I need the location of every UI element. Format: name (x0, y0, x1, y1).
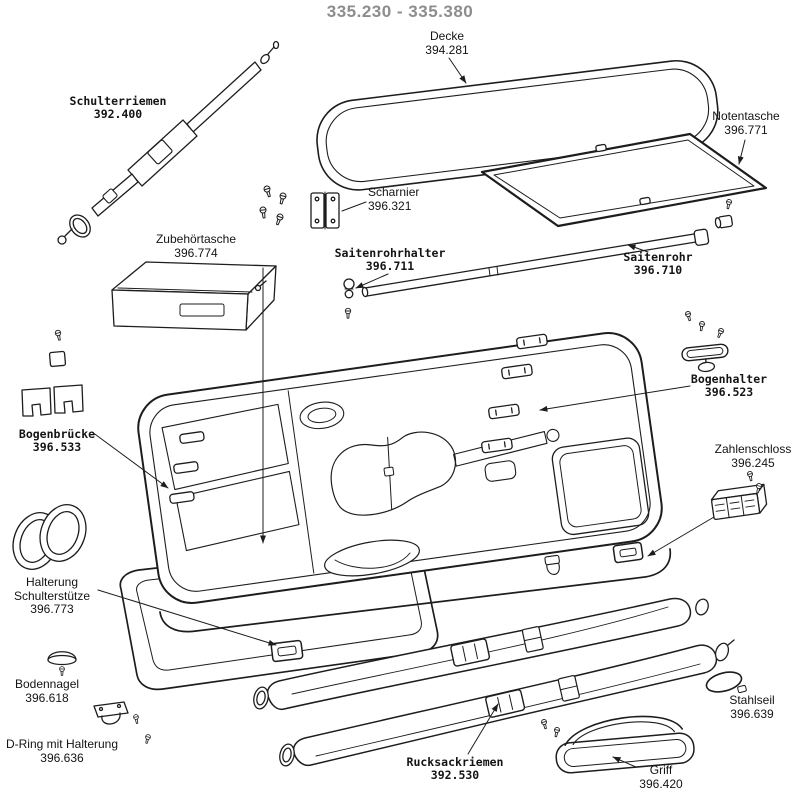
part-number: 396.773 (30, 602, 74, 617)
part-name: Griff (649, 763, 673, 777)
label-zahlenschloss: Zahlenschloss 396.245 (703, 442, 800, 470)
part-name: Bogenbrücke (18, 427, 96, 441)
notentasche-drawing (480, 132, 768, 228)
label-saitenrohr: Saitenrohr 396.710 (603, 250, 713, 278)
bodennagel-drawing (47, 651, 77, 666)
part-name: Rucksackriemen (406, 755, 504, 769)
part-name: Schulterriemen (69, 94, 167, 108)
label-saitenrohrhalter: Saitenrohrhalter 396.711 (320, 246, 460, 274)
label-halterung: Halterung Schulterstütze 396.773 (2, 575, 102, 617)
scharnier-drawing (310, 191, 340, 230)
label-bodennagel: Bodennagel 396.618 (2, 677, 92, 705)
label-rucksackriemen: Rucksackriemen 392.530 (390, 755, 520, 783)
saitenrohrhalter-drawing (343, 278, 355, 299)
part-number: 396.710 (633, 263, 683, 278)
part-number: 396.321 (368, 198, 412, 213)
dring-drawing (93, 701, 129, 725)
part-name: Halterung Schulterstütze (13, 575, 91, 603)
label-stahlseil: Stahlseil 396.639 (707, 693, 797, 721)
part-number: 396.523 (704, 385, 754, 400)
part-name: Bodennagel (14, 677, 80, 691)
label-notentasche: Notentasche 396.771 (691, 109, 800, 137)
part-number: 396.639 (730, 706, 774, 721)
part-name: Zubehörtasche (155, 232, 237, 246)
griff-drawing (555, 715, 695, 774)
part-number: 396.533 (32, 440, 82, 455)
part-name: Decke (429, 29, 464, 43)
part-number: 394.281 (425, 42, 469, 57)
label-bogenhalter: Bogenhalter 396.523 (674, 372, 784, 400)
label-schulterriemen: Schulterriemen 392.400 (48, 94, 188, 122)
part-number: 396.420 (639, 776, 683, 791)
part-name: Notentasche (712, 109, 780, 123)
part-number: 396.711 (365, 259, 415, 274)
label-bogenbruecke: Bogenbrücke 396.533 (2, 427, 112, 455)
leader-lines (91, 57, 746, 768)
part-number: 396.771 (724, 122, 768, 137)
label-scharnier: Scharnier 396.321 (368, 185, 458, 213)
label-zubehoertasche: Zubehörtasche 396.774 (136, 232, 256, 260)
halterung-drawing (12, 504, 87, 570)
page-title: 335.230 - 335.380 (326, 2, 474, 21)
part-name: D-Ring mit Halterung (5, 737, 119, 751)
part-number: 392.400 (93, 107, 143, 122)
part-name: Bogenhalter (690, 372, 768, 386)
case-body-drawing (137, 332, 672, 633)
rucksackriemen-drawing (253, 597, 735, 767)
zubehoertasche-drawing (111, 261, 277, 331)
part-name: Zahlenschloss (714, 442, 792, 456)
part-name: Scharnier (368, 185, 420, 199)
zahlenschloss-drawing (710, 483, 768, 521)
part-number: 396.618 (25, 690, 69, 705)
label-decke: Decke 394.281 (392, 29, 502, 57)
saitenrohr-drawing (361, 214, 733, 298)
part-name: Stahlseil (729, 693, 775, 707)
label-dring: D-Ring mit Halterung 396.636 (0, 737, 127, 765)
label-griff: Griff 396.420 (621, 763, 701, 791)
part-number: 396.636 (40, 750, 84, 765)
schulterriemen-drawing (57, 40, 280, 245)
part-number: 396.245 (731, 455, 775, 470)
bogenbruecke-drawing (21, 350, 84, 417)
part-name: Saitenrohrhalter (334, 246, 446, 260)
part-number: 392.530 (430, 768, 480, 783)
part-number: 396.774 (174, 245, 218, 260)
part-name: Saitenrohr (623, 250, 693, 264)
bogenhalter-drawing (681, 343, 729, 373)
stahlseil-drawing (705, 671, 747, 694)
